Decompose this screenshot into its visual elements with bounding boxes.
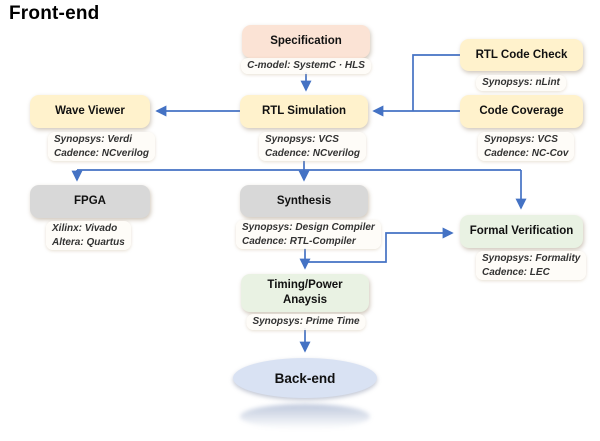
tool-line: Synopsys: Design Compiler xyxy=(242,222,375,233)
back-end-reflection xyxy=(240,404,370,429)
page-title: Front-end xyxy=(9,3,100,24)
node-label: Code Coverage xyxy=(479,105,564,117)
tool-line: Synopsys: VCS xyxy=(265,134,339,145)
tool-line: Synopsys: Verdi xyxy=(54,134,132,145)
tool-line: Altera: Quartus xyxy=(52,236,125,248)
node-label: RTL Code Check xyxy=(475,48,568,61)
tools-timing-power-analysis: Synopsys: Prime Time xyxy=(246,314,366,330)
tools-code-coverage: Synopsys: VCS Cadence: NC-Cov xyxy=(478,132,575,161)
tools-synthesis: Synopsys: Design Compiler Cadence: RTL-C… xyxy=(236,220,381,249)
node-back-end: Back-end xyxy=(233,358,377,398)
node-label: Formal Verification xyxy=(469,225,574,237)
tool-line: Synopsys: nLint xyxy=(482,77,560,88)
tool-line: Synopsys: Formality xyxy=(482,253,581,264)
node-label: Wave Viewer xyxy=(55,105,125,117)
tools-rtl-code-check: Synopsys: nLint xyxy=(476,75,566,91)
connector-rtl-code-check-join xyxy=(412,54,460,111)
tool-line: Cadence: RTL-Compiler xyxy=(242,235,356,247)
node-rtl-simulation: RTL Simulation xyxy=(240,95,368,128)
node-label: RTL Simulation xyxy=(261,105,347,117)
tool-line: Cadence: NCverilog xyxy=(265,147,361,159)
tool-line: Synopsys: VCS xyxy=(484,134,558,145)
node-wave-viewer: Wave Viewer xyxy=(30,95,150,128)
tools-rtl-simulation: Synopsys: VCS Cadence: NCverilog xyxy=(259,132,367,161)
tool-line: Xilinx: Vivado xyxy=(52,223,118,234)
tool-line: C-model: SystemC · HLS xyxy=(247,60,365,71)
tools-specification: C-model: SystemC · HLS xyxy=(241,58,371,74)
tool-line: Cadence: LEC xyxy=(482,266,550,278)
node-synthesis: Synthesis xyxy=(240,185,368,217)
tools-fpga: Xilinx: Vivado Altera: Quartus xyxy=(46,221,131,250)
node-label: Synthesis xyxy=(276,194,332,207)
tool-line: Cadence: NC-Cov xyxy=(484,147,569,159)
node-label: FPGA xyxy=(74,195,106,207)
node-label: Specification xyxy=(270,35,342,47)
node-formal-verification: Formal Verification xyxy=(460,215,583,248)
tool-line: Cadence: NCverilog xyxy=(54,147,150,159)
node-label: Timing/Power Anaysis xyxy=(267,279,343,306)
node-code-coverage: Code Coverage xyxy=(460,95,583,128)
tools-wave-viewer: Synopsys: Verdi Cadence: NCverilog xyxy=(48,132,156,161)
node-timing-power-analysis: Timing/Power Anaysis xyxy=(241,274,369,312)
node-fpga: FPGA xyxy=(30,185,150,218)
tools-formal-verification: Synopsys: Formality Cadence: LEC xyxy=(476,251,587,280)
node-label: Back-end xyxy=(274,370,336,386)
node-rtl-code-check: RTL Code Check xyxy=(460,39,583,71)
node-specification: Specification xyxy=(242,25,370,58)
tool-line: Synopsys: Prime Time xyxy=(252,316,360,327)
